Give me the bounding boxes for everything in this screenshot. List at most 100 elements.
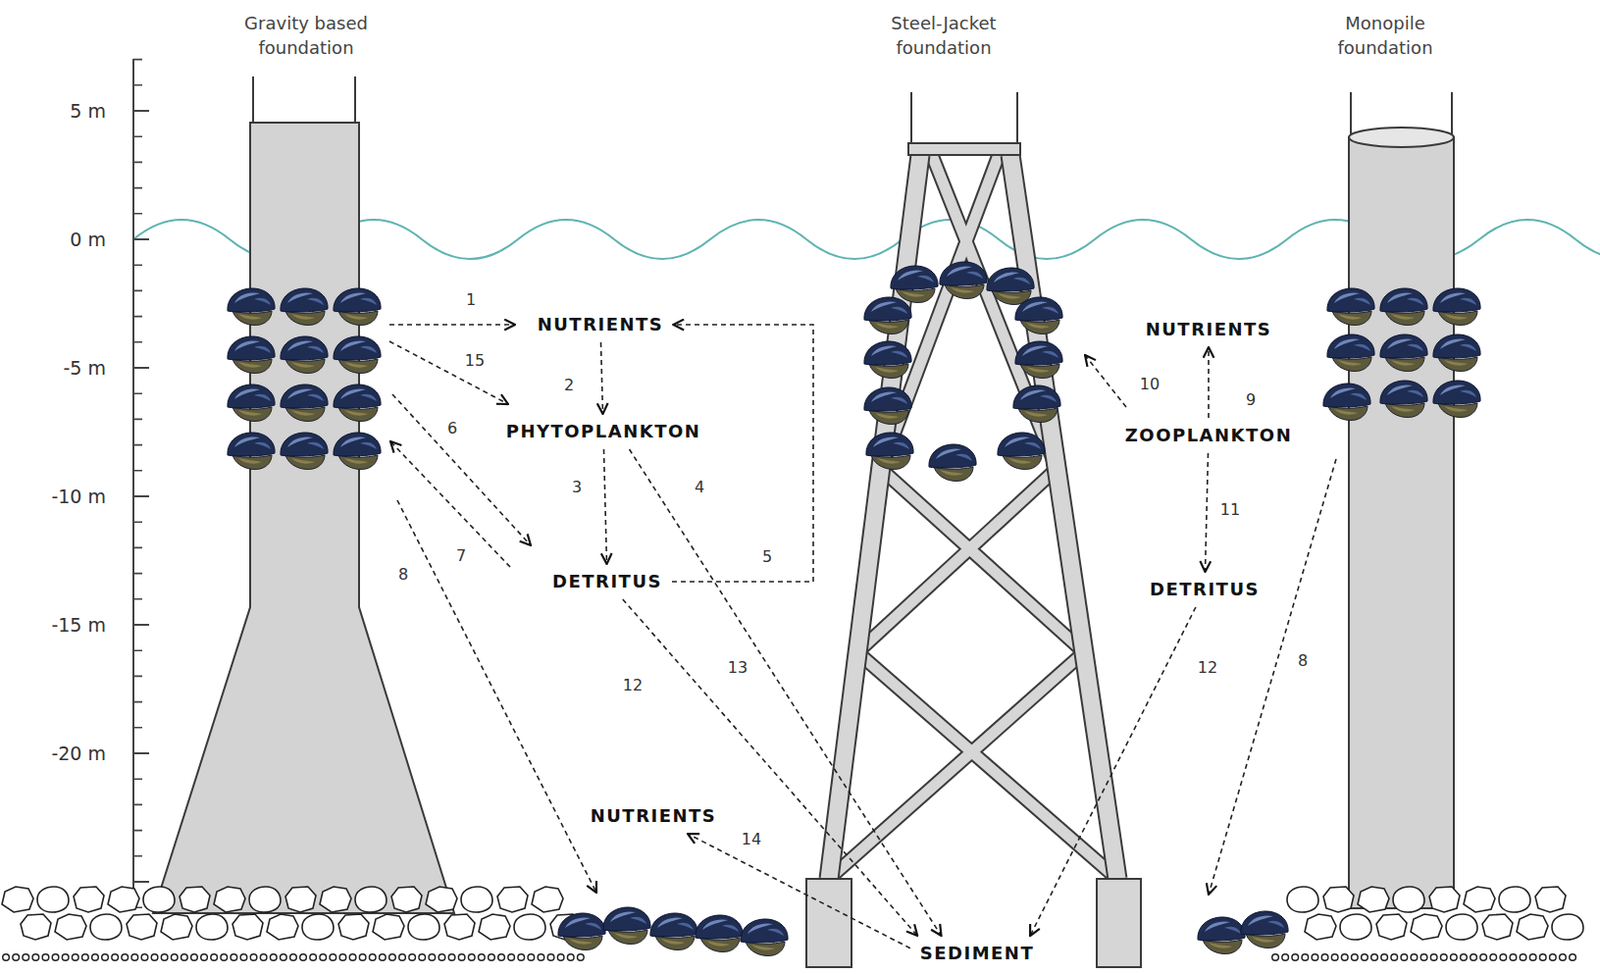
callout-number: 8 — [1296, 652, 1309, 671]
flow-arrow — [1084, 355, 1127, 408]
rock — [1323, 886, 1354, 913]
compartment-label: DETRITUS — [1143, 575, 1266, 604]
mussel — [866, 432, 914, 469]
mussel — [227, 384, 275, 421]
rock — [319, 886, 352, 913]
rock — [266, 914, 299, 940]
rock — [1410, 914, 1443, 940]
mussel — [695, 915, 743, 952]
jacket-braces — [828, 154, 1118, 879]
callout-number: 1 — [464, 291, 477, 310]
pebbles — [1275, 953, 1580, 962]
mussel — [929, 444, 977, 481]
mussel-cluster — [227, 288, 381, 469]
depth-label: -20 m — [51, 742, 106, 765]
jacket-leg — [1010, 154, 1118, 879]
mussel — [333, 432, 381, 469]
rock — [497, 886, 528, 913]
compartment-label: SEDIMENT — [914, 939, 1040, 968]
mussel — [1197, 917, 1245, 954]
rock — [1304, 914, 1337, 940]
callout-number: 11 — [1219, 501, 1241, 519]
callout-number: 7 — [455, 547, 467, 566]
callout-number: 10 — [1138, 375, 1161, 394]
flow-connector — [629, 449, 942, 936]
mussel — [1327, 288, 1375, 325]
rock — [425, 886, 458, 913]
mussel — [333, 336, 381, 373]
rock — [1393, 886, 1425, 913]
rock — [1287, 886, 1319, 913]
rock — [1482, 914, 1513, 940]
callout-number: 12 — [1196, 659, 1219, 677]
depth-label: 0 m — [69, 228, 106, 251]
rock — [20, 914, 52, 940]
flow-connector — [671, 324, 814, 582]
pebbles — [5, 953, 589, 962]
callout-number: 3 — [570, 478, 583, 497]
node-text: DETRITUS — [552, 570, 663, 593]
callout-number: 9 — [1244, 391, 1257, 410]
callout-number: 8 — [397, 566, 410, 584]
mussel — [864, 387, 912, 424]
mussel — [280, 288, 328, 325]
monopile-top — [1348, 127, 1454, 148]
mussel — [1013, 385, 1061, 422]
rock — [73, 886, 104, 913]
rock — [232, 914, 263, 940]
brace — [857, 652, 1118, 879]
rock — [1535, 886, 1566, 913]
tower-line — [1349, 92, 1352, 138]
callout-number: 4 — [693, 478, 706, 497]
jacket-leg — [828, 154, 921, 879]
rock — [408, 914, 440, 940]
rock — [1445, 914, 1478, 940]
mussel — [227, 336, 275, 373]
jacket-deck — [908, 143, 1021, 155]
brace — [828, 652, 1084, 879]
compartment-label: NUTRIENTS — [531, 310, 671, 339]
flow-arrow — [397, 500, 597, 893]
jacket-foot — [1096, 878, 1141, 968]
callout-number: 13 — [726, 659, 749, 677]
mussel — [939, 261, 987, 299]
brace — [857, 652, 1118, 879]
flow-arrow — [389, 323, 516, 326]
monopile — [1348, 137, 1454, 909]
mussel — [280, 432, 328, 469]
node-text: NUTRIENTS — [537, 313, 665, 336]
flow-arrow — [389, 341, 509, 405]
rock — [461, 886, 493, 913]
tower-line — [252, 76, 255, 123]
flow-arrow — [1208, 459, 1337, 895]
rock — [391, 886, 422, 913]
compartment-label: NUTRIENTS — [584, 802, 723, 830]
node-text: ZOOPLANKTON — [1125, 424, 1292, 447]
rock — [1, 886, 34, 913]
rock — [531, 886, 564, 913]
compartment-label: PHYTOPLANKTON — [500, 417, 708, 446]
node-text: NUTRIENTS — [590, 805, 718, 827]
mussel — [1433, 380, 1481, 417]
rock — [213, 886, 246, 913]
gravity-foundation — [153, 122, 455, 914]
mussel — [864, 341, 912, 378]
rock — [1498, 886, 1531, 913]
rock — [196, 914, 228, 940]
node-text: DETRITUS — [1149, 578, 1260, 601]
mussel — [864, 297, 912, 334]
node-text: SEDIMENT — [920, 942, 1034, 965]
flow-connector — [687, 833, 911, 949]
rock — [355, 886, 387, 913]
pebbles — [1275, 955, 1580, 961]
mussel — [280, 336, 328, 373]
flow-arrow — [390, 441, 511, 568]
flow-connector — [604, 449, 608, 565]
rock — [1357, 886, 1390, 913]
brace — [828, 652, 1084, 879]
minor-ticks — [133, 58, 143, 909]
mussel — [1015, 297, 1063, 334]
depth-label: 5 m — [69, 100, 106, 122]
